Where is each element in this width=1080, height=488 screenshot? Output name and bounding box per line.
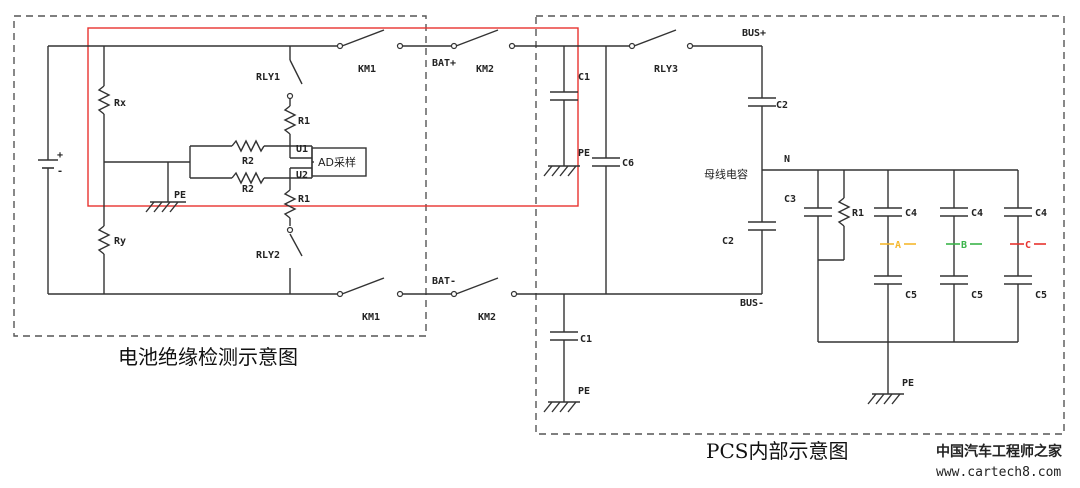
km1-top-label: KM1 xyxy=(358,64,376,75)
c5-c-label: C5 xyxy=(1035,290,1047,301)
pe-left-label: PE xyxy=(174,190,186,201)
watermark-url: www.cartech8.com xyxy=(936,465,1061,480)
bat-minus-label: BAT- xyxy=(432,276,456,287)
c1-top-capacitor: C1 xyxy=(550,46,590,166)
phase-a-leg: C4 C5 A xyxy=(874,170,917,342)
c5-a-label: C5 xyxy=(905,290,917,301)
u2-label: U2 xyxy=(296,170,308,181)
r1-bot-label: R1 xyxy=(298,194,310,205)
c6-label: C6 xyxy=(622,158,634,169)
ad-label: AD采样 xyxy=(318,155,356,169)
phase-c-label: C xyxy=(1025,240,1031,251)
ry-resistor: Ry xyxy=(97,225,126,294)
c1-bot-capacitor: C1 xyxy=(550,294,592,402)
battery-minus-label: - xyxy=(57,166,63,177)
c4-b-label: C4 xyxy=(971,208,983,219)
rly2-label: RLY2 xyxy=(256,250,280,261)
r1-right-label: R1 xyxy=(852,208,864,219)
r1-top-resistor: R1 xyxy=(283,105,312,159)
ry-label: Ry xyxy=(114,236,126,247)
bat-plus-label: BAT+ xyxy=(432,58,456,69)
c2-bot-label: C2 xyxy=(722,236,734,247)
rx-resistor: Rx xyxy=(97,46,126,226)
right-dashed-box xyxy=(535,15,1065,435)
rly1-switch: RLY1 xyxy=(256,46,303,106)
pe-bot-ground: PE xyxy=(543,386,590,413)
pe-left-ground: PE xyxy=(145,162,186,213)
bus-minus-label: BUS- xyxy=(740,298,764,309)
phase-c-leg: C4 C5 C xyxy=(1004,170,1047,342)
rly3-switch: RLY3 xyxy=(628,29,694,75)
km1-bot-switch: KM1 xyxy=(336,277,404,323)
c2-top-label: C2 xyxy=(776,100,788,111)
phase-b-label: B xyxy=(961,240,967,251)
bus-plus-label: BUS+ xyxy=(742,28,766,39)
u1-label: U1 xyxy=(296,144,308,155)
rly3-label: RLY3 xyxy=(654,64,678,75)
km2-bot-switch: KM2 xyxy=(450,277,518,323)
r1-top-label: R1 xyxy=(298,116,310,127)
pe-bot-label: PE xyxy=(578,386,590,397)
watermark-title: 中国汽车工程师之家 xyxy=(936,443,1063,460)
rly2-switch: RLY2 xyxy=(256,226,303,294)
c4-c-label: C4 xyxy=(1035,208,1047,219)
battery-plus-label: + xyxy=(57,150,63,161)
c4-a-label: C4 xyxy=(905,208,917,219)
ad-sampling-block xyxy=(311,147,367,177)
n-label: N xyxy=(784,154,790,165)
rx-label: Rx xyxy=(114,98,126,109)
r2-bot-label: R2 xyxy=(242,184,254,195)
km2-top-switch: KM2 xyxy=(450,29,516,75)
c2-top-capacitor: C2 xyxy=(748,46,788,222)
r1-right-resistor: R1 xyxy=(818,170,864,261)
c1-bot-label: C1 xyxy=(580,334,592,345)
left-dashed-box xyxy=(13,15,427,337)
caption-left: 电池绝缘检测示意图 xyxy=(118,345,298,369)
c5-b-label: C5 xyxy=(971,290,983,301)
r1-bot-resistor: R1 xyxy=(283,167,312,226)
highlight-box xyxy=(87,27,579,207)
c3-label: C3 xyxy=(784,194,796,205)
km2-top-label: KM2 xyxy=(476,64,494,75)
pe-c1-label: PE xyxy=(578,148,590,159)
pe-right-ground: PE xyxy=(867,342,914,405)
km2-bot-label: KM2 xyxy=(478,312,496,323)
phase-a-label: A xyxy=(895,240,901,251)
phase-b-leg: C4 C5 B xyxy=(940,170,983,342)
c3-capacitor: C3 xyxy=(784,170,832,342)
km1-bot-label: KM1 xyxy=(362,312,380,323)
pe-c1-ground: PE xyxy=(543,148,590,177)
c6-capacitor: C6 xyxy=(592,46,634,294)
r2-top-label: R2 xyxy=(242,156,254,167)
r2-network: R2 R2 xyxy=(189,139,312,195)
caption-right: PCS内部示意图 xyxy=(706,439,848,463)
pe-right-label: PE xyxy=(902,378,914,389)
battery-symbol: + - xyxy=(38,46,63,294)
km1-top-switch: KM1 xyxy=(336,29,404,75)
bus-capacitor-label: 母线电容 xyxy=(704,167,748,181)
c1-top-label: C1 xyxy=(578,72,590,83)
rly1-label: RLY1 xyxy=(256,72,280,83)
c2-bot-capacitor: C2 xyxy=(722,221,776,294)
